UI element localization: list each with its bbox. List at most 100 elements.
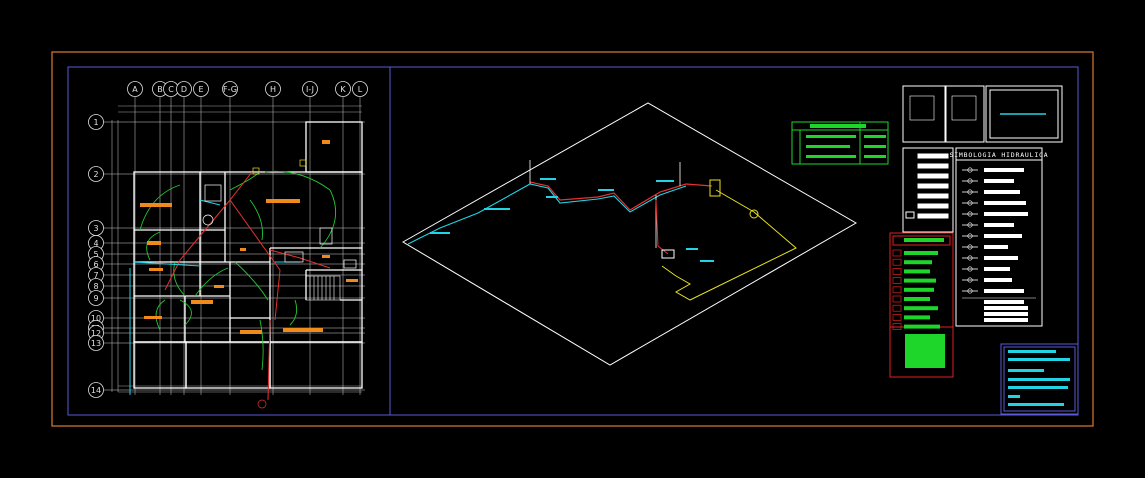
legend-row bbox=[962, 266, 1010, 272]
grid-row-label: 1 bbox=[93, 118, 98, 127]
hot-water-lines bbox=[164, 171, 331, 401]
grid-column-label: D bbox=[181, 85, 187, 94]
grid-row-5: 5 bbox=[88, 246, 365, 262]
grid-row-label: 5 bbox=[93, 250, 98, 259]
legend-swatch-block bbox=[905, 334, 945, 368]
grid-row-7: 7 bbox=[88, 267, 365, 283]
key-plans bbox=[902, 85, 1063, 143]
legend-row bbox=[962, 189, 1020, 195]
grid-column-b: B bbox=[152, 81, 168, 395]
fixture-legend-row bbox=[892, 268, 930, 275]
grid-row-label: 9 bbox=[93, 294, 98, 303]
legend-row bbox=[962, 178, 1014, 184]
grid-row-label: 6 bbox=[93, 260, 98, 269]
grid-row-label: 4 bbox=[93, 239, 98, 248]
inner-frame bbox=[67, 66, 1079, 416]
grid-row-13: 13 bbox=[88, 335, 365, 351]
stairs bbox=[305, 275, 341, 301]
symbol-list-left bbox=[902, 147, 954, 233]
dimension-ticks bbox=[111, 105, 362, 393]
outer-frame bbox=[51, 51, 1094, 427]
grid-column-label: A bbox=[132, 85, 138, 94]
grid-row-14: 14 bbox=[88, 382, 365, 398]
fixtures bbox=[202, 159, 357, 409]
title-block-text bbox=[1008, 350, 1070, 406]
room-tags bbox=[140, 140, 358, 334]
legend-row bbox=[962, 211, 1028, 217]
fixture-legend-row bbox=[892, 249, 938, 257]
fixture-legend-row bbox=[892, 304, 938, 312]
iso-cold-line bbox=[407, 183, 687, 245]
grid-column-i-j: I-J bbox=[302, 81, 318, 395]
grid-column-a: A bbox=[127, 81, 143, 395]
grid-row-9: 9 bbox=[88, 290, 365, 306]
grid-column-k: K bbox=[335, 81, 351, 395]
walls bbox=[133, 121, 363, 389]
legend-row bbox=[962, 233, 1022, 239]
legend-row bbox=[962, 277, 1012, 283]
isometric-view bbox=[402, 102, 858, 366]
legend-rows bbox=[962, 167, 1036, 322]
legend-row bbox=[962, 244, 1008, 250]
grid-column-label: K bbox=[340, 85, 346, 94]
grid-column-label: E bbox=[198, 85, 203, 94]
grid-row-8: 8 bbox=[88, 278, 365, 294]
legend-note-bar bbox=[984, 312, 1028, 316]
fixture-legend-row bbox=[892, 258, 932, 266]
grid-column-label: I-J bbox=[306, 85, 314, 94]
legend-row bbox=[962, 222, 1014, 228]
grid-column-c: C bbox=[163, 81, 179, 395]
fixture-legend-row bbox=[892, 277, 936, 284]
legend-row bbox=[962, 288, 1024, 294]
grid-column-l: L bbox=[352, 81, 368, 395]
grid-row-6: 6 bbox=[88, 256, 365, 272]
cold-water-lines bbox=[129, 199, 300, 395]
legend-title: SIMBOLOGIA HIDRAULICA bbox=[950, 151, 1049, 159]
grid-row-label: 10 bbox=[91, 314, 101, 323]
legend-area: SIMBOLOGIA HIDRAULICA bbox=[791, 85, 1079, 415]
notes-table-fill bbox=[806, 124, 886, 158]
fixture-legend-row bbox=[892, 323, 940, 330]
grid-row-label: 8 bbox=[93, 282, 98, 291]
grid-row-label: 2 bbox=[93, 170, 98, 179]
grid-column-f-g: F-G bbox=[222, 81, 238, 395]
grid-column-label: H bbox=[270, 85, 276, 94]
iso-fixtures bbox=[661, 179, 759, 259]
legend-note-bar bbox=[984, 318, 1028, 322]
grid-column-label: F-G bbox=[223, 85, 237, 94]
legend-title-bar bbox=[904, 238, 944, 242]
legend-note-bar bbox=[984, 300, 1024, 304]
grid-row-2: 2 bbox=[88, 166, 365, 182]
iso-drain-line bbox=[661, 189, 797, 301]
legend-note-bar bbox=[984, 306, 1028, 310]
grid-column-label: C bbox=[168, 85, 174, 94]
legend-row bbox=[962, 200, 1026, 206]
legend-row bbox=[962, 255, 1018, 261]
fixture-legend-rows bbox=[892, 249, 940, 330]
grid-row-label: 14 bbox=[91, 386, 101, 395]
hydraulic-legend bbox=[955, 147, 1043, 327]
notes-table-green bbox=[791, 121, 889, 165]
fixture-legend-row bbox=[892, 314, 930, 321]
isometric-base bbox=[402, 102, 858, 366]
grid-column-e: E bbox=[193, 81, 209, 395]
fixture-legend-row bbox=[892, 286, 934, 294]
iso-hot-drop bbox=[655, 199, 669, 255]
grid-column-d: D bbox=[176, 81, 192, 395]
grid-row-label: 3 bbox=[93, 224, 98, 233]
door-swings bbox=[139, 170, 337, 371]
grid-row-label: 12 bbox=[91, 329, 101, 338]
grid-column-label: B bbox=[157, 85, 163, 94]
iso-callouts bbox=[430, 178, 714, 262]
grid-row-label: 7 bbox=[93, 271, 98, 280]
grid-row-label: 13 bbox=[91, 339, 101, 348]
grid-column-label: L bbox=[358, 85, 363, 94]
fixture-legend-row bbox=[892, 295, 930, 303]
title-block bbox=[1000, 343, 1079, 415]
legend-row bbox=[962, 167, 1024, 173]
grid-column-h: H bbox=[265, 81, 281, 395]
iso-hot-line bbox=[529, 181, 713, 211]
